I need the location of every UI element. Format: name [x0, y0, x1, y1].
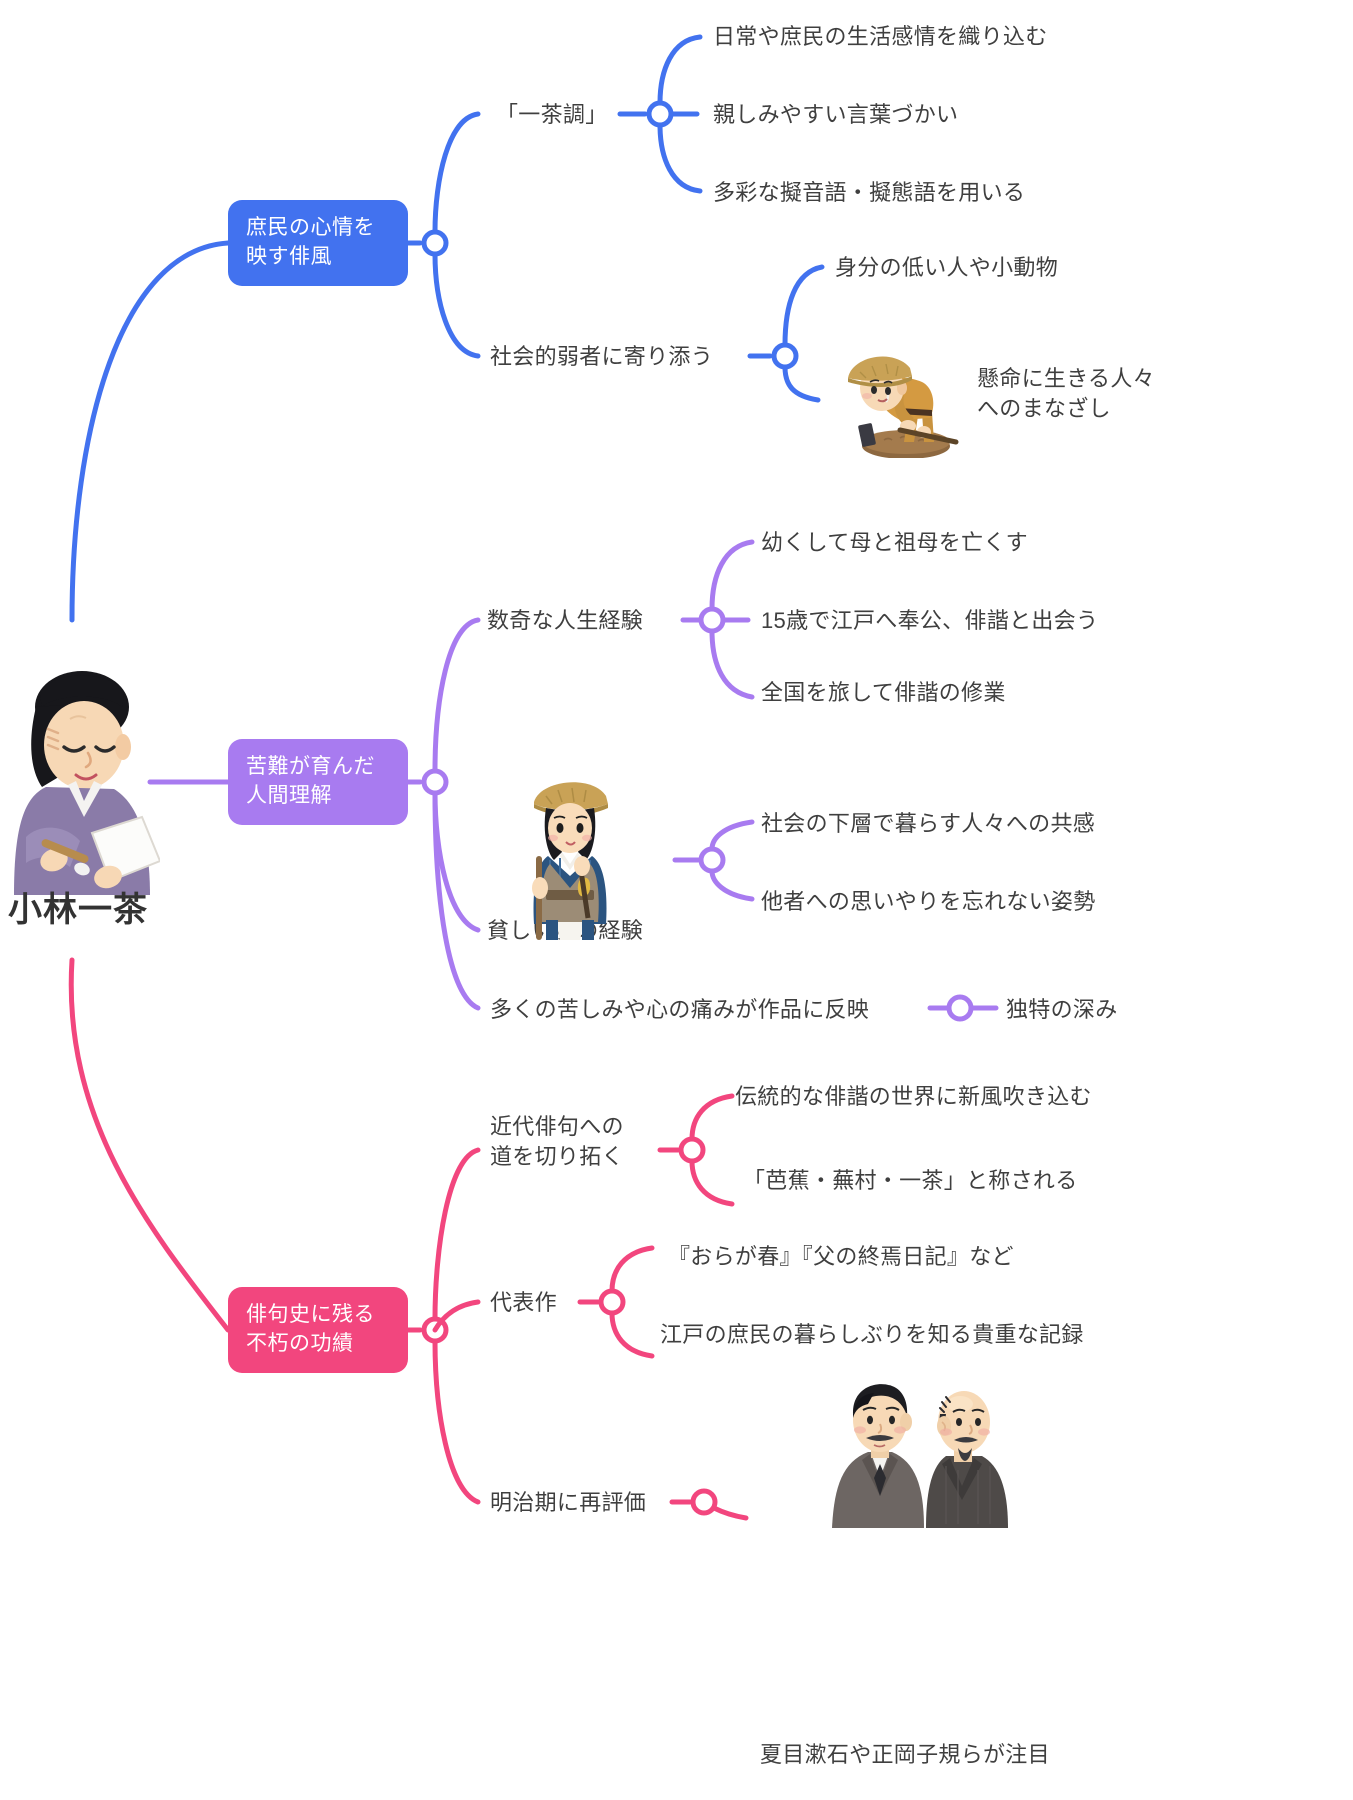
leaf-dentouteki-shinpuu[interactable]: 伝統的な俳諧の世界に新風吹き込む	[735, 1084, 1092, 1109]
leaf-edo-shomin-kiroku[interactable]: 江戸の庶民の暮らしぶりを知る貴重な記録	[660, 1322, 1084, 1347]
branch-label-line-1: 庶民の心情を	[246, 216, 375, 239]
sub-node-meijiki-saihyouka[interactable]: 明治期に再評価	[490, 1490, 647, 1515]
branch-label-line-1: 苦難が育んだ	[246, 755, 375, 778]
branch-node-ningen-rikai[interactable]: 苦難が育んだ 人間理解	[228, 739, 408, 825]
leaf-kenmei-ikiru[interactable]: 懸命に生きる人々 へのまなざし	[977, 364, 1155, 423]
soseki-and-shiki-illustration	[828, 1378, 1018, 1528]
sub-node-kurushimi-hanei[interactable]: 多くの苦しみや心の痛みが作品に反映	[490, 997, 870, 1022]
sub-node-suuki-jinsei[interactable]: 数奇な人生経験	[487, 608, 644, 633]
branch-node-haifu[interactable]: 庶民の心情を 映す俳風	[228, 200, 408, 286]
leaf-nichijou-shomin[interactable]: 日常や庶民の生活感情を織り込む	[713, 24, 1048, 49]
leaf-kenmei-ikiru-line-1: 懸命に生きる人々	[977, 366, 1155, 391]
leaf-gionngo-gitaigo[interactable]: 多彩な擬音語・擬態語を用いる	[713, 180, 1026, 205]
leaf-15sai-edo[interactable]: 15歳で江戸へ奉公、俳諧と出会う	[761, 608, 1099, 633]
leaf-shitashimi-kotoba[interactable]: 親しみやすい言葉づかい	[713, 102, 959, 127]
leaf-kenmei-ikiru-line-2: へのまなざし	[977, 395, 1111, 421]
leaf-zenkoku-tabi[interactable]: 全国を旅して俳諧の修業	[761, 680, 1006, 705]
sub-node-kindai-haiku-line-2: 道を切り拓く	[490, 1143, 624, 1169]
sub-node-kindai-haiku[interactable]: 近代俳句への 道を切り拓く	[490, 1112, 624, 1171]
sub-node-shakaiteki-jakusha[interactable]: 社会的弱者に寄り添う	[490, 344, 714, 369]
sub-node-issacho[interactable]: 「一茶調」	[496, 102, 608, 127]
sub-node-daihyousaku[interactable]: 代表作	[490, 1290, 557, 1315]
branch-label-line-2: 映す俳風	[246, 244, 332, 268]
leaf-soseki-shiki-chuumoku[interactable]: 夏目漱石や正岡子規らが注目	[760, 1742, 1050, 1767]
sub-node-kindai-haiku-line-1: 近代俳句への	[490, 1114, 624, 1139]
traveling-haiku-poet-illustration	[520, 760, 630, 940]
farmer-hoeing-illustration	[838, 338, 968, 458]
leaf-kasou-kyoukan[interactable]: 社会の下層で暮らす人々への共感	[761, 811, 1096, 836]
root-node-label[interactable]: 小林一茶	[8, 891, 148, 929]
branch-node-kouseki[interactable]: 俳句史に残る 不朽の功績	[228, 1287, 408, 1373]
leaf-mibun-hikui[interactable]: 身分の低い人や小動物	[835, 255, 1059, 280]
branch-label-line-2: 人間理解	[246, 783, 332, 807]
leaf-basho-buson-issa[interactable]: 「芭蕉・蕪村・一茶」と称される	[743, 1168, 1078, 1193]
leaf-oraga-haru[interactable]: 『おらが春』『父の終焉日記』など	[668, 1244, 1014, 1269]
branch-label-line-1: 俳句史に残る	[246, 1303, 375, 1326]
branch-label-line-2: 不朽の功績	[246, 1331, 354, 1355]
kobayashi-issa-portrait-illustration	[10, 655, 160, 895]
leaf-dokutoku-fukami[interactable]: 独特の深み	[1006, 997, 1118, 1022]
leaf-tasha-omoiyari[interactable]: 他者への思いやりを忘れない姿勢	[761, 889, 1096, 914]
leaf-osanakushite-haha[interactable]: 幼くして母と祖母を亡くす	[761, 530, 1028, 555]
